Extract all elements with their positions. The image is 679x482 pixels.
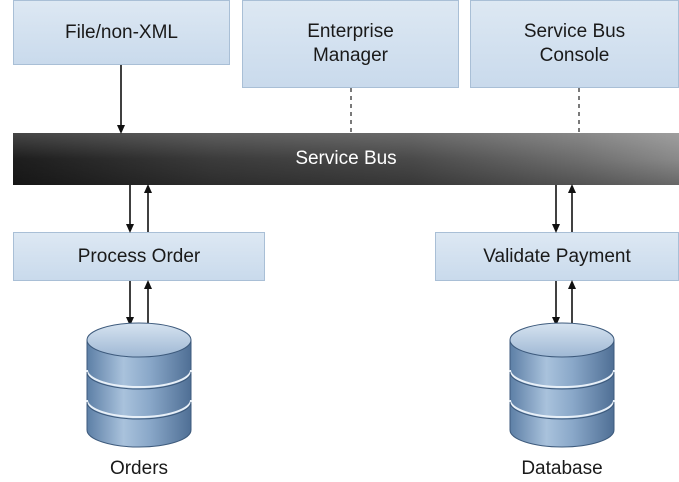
enterprise-manager-box: Enterprise Manager bbox=[242, 0, 459, 88]
process-order-box: Process Order bbox=[13, 232, 265, 281]
orders-database-icon bbox=[86, 322, 192, 448]
service-bus-console-box: Service Bus Console bbox=[470, 0, 679, 88]
orders-label: Orders bbox=[109, 458, 169, 479]
service-bus-label: Service Bus bbox=[295, 148, 397, 169]
payment-database-icon bbox=[509, 322, 615, 448]
validate-payment-label: Validate Payment bbox=[483, 245, 631, 267]
service-bus-console-label: Service Bus Console bbox=[523, 21, 626, 66]
file-non-xml-box: File/non-XML bbox=[13, 0, 230, 65]
validate-payment-box: Validate Payment bbox=[435, 232, 679, 281]
enterprise-manager-label: Enterprise Manager bbox=[307, 21, 394, 66]
file-non-xml-label: File/non-XML bbox=[65, 21, 178, 43]
process-order-label: Process Order bbox=[77, 245, 201, 267]
service-bus-bar: Service Bus bbox=[13, 133, 679, 185]
database-label: Database bbox=[521, 458, 603, 479]
